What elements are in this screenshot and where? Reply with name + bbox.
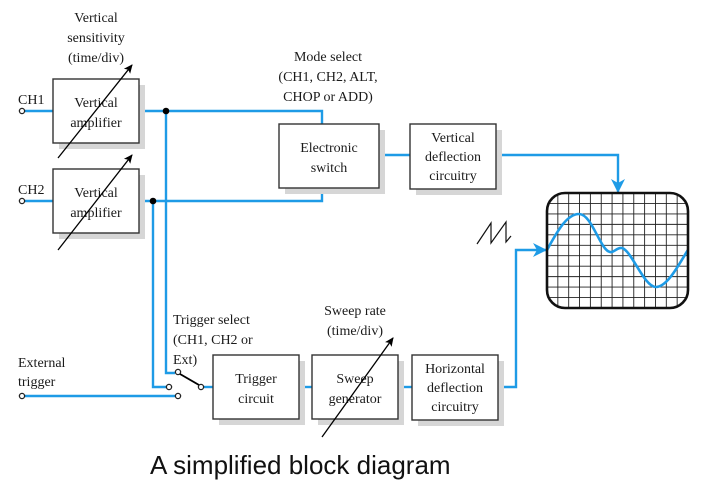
screen-waveform [547, 212, 688, 289]
horizontal-deflection-line1: Horizontal [425, 362, 485, 377]
horizontal-deflection-line3: circuitry [431, 400, 478, 415]
trigger-circuit-line1: Trigger [235, 372, 277, 387]
vertical-amplifier-1-line2: amplifier [70, 116, 122, 131]
mode-select-label: Mode select (CH1, CH2, ALT, CHOP or ADD) [278, 50, 377, 105]
vertical-sensitivity-line3: (time/div) [68, 51, 124, 66]
trigger-select-line2: (CH1, CH2 or [173, 333, 253, 348]
trigger-select-line3: Ext) [173, 353, 197, 368]
mode-select-line2: (CH1, CH2, ALT, [278, 70, 377, 85]
vertical-deflection-line3: circuitry [429, 169, 476, 184]
sweep-rate-line1: Sweep rate [324, 304, 386, 319]
diagram-caption: A simplified block diagram [150, 450, 451, 480]
electronic-switch-line1: Electronic [300, 141, 358, 156]
block-horizontal-deflection: Horizontal deflection circuitry [411, 354, 504, 426]
horizontal-deflection-line2: deflection [427, 381, 483, 396]
ch2-input-terminal [18, 197, 26, 205]
vertical-sensitivity-arrow-1 [57, 64, 133, 159]
mode-select-line3: CHOP or ADD) [283, 90, 373, 105]
junction-ch1 [162, 107, 170, 115]
ch2-label: CH2 [18, 183, 44, 198]
block-vertical-amplifier-1: Vertical amplifier [52, 78, 145, 149]
wire-amp1-to-switch [139, 109, 324, 124]
wire-hdeflection-to-screen [498, 243, 547, 389]
trigger-circuit-line2: circuit [238, 392, 274, 407]
sweep-rate-label: Sweep rate (time/div) [324, 304, 386, 339]
vertical-sensitivity-line2: sensitivity [67, 31, 125, 46]
trigger-select-label: Trigger select (CH1, CH2 or Ext) [173, 313, 253, 368]
junction-ch2 [149, 197, 157, 205]
mode-select-line1: Mode select [294, 50, 362, 65]
wire-vdeflection-to-screen [496, 153, 625, 193]
trigger-select-line1: Trigger select [173, 313, 250, 328]
vertical-deflection-line2: deflection [425, 150, 481, 165]
vertical-sensitivity-line1: Vertical [74, 11, 118, 26]
vertical-deflection-line1: Vertical [431, 131, 475, 146]
switch-terminal-ch1 [174, 368, 182, 376]
trigger-select-switch [165, 368, 205, 400]
block-trigger-circuit: Trigger circuit [212, 354, 305, 425]
external-trigger-label-line2: trigger [18, 375, 56, 390]
block-electronic-switch: Electronic switch [278, 123, 385, 194]
wire-ch1-trigger-tap [164, 111, 175, 375]
block-vertical-amplifier-2: Vertical amplifier [52, 168, 145, 239]
screen-grid [547, 193, 688, 308]
sweep-generator-line2: generator [329, 392, 382, 407]
wire-ch2-trigger-tap [151, 201, 166, 389]
sawtooth-waveform-icon [476, 220, 512, 245]
vertical-sensitivity-label: Vertical sensitivity (time/div) [67, 11, 125, 66]
external-trigger-terminal [18, 392, 26, 400]
switch-pivot [197, 383, 205, 391]
sweep-generator-line1: Sweep [336, 372, 373, 387]
switch-terminal-ext [174, 392, 182, 400]
ch1-input-terminal [18, 107, 26, 115]
vertical-amplifier-2-line2: amplifier [70, 206, 122, 221]
electronic-switch-line2: switch [311, 161, 348, 176]
sweep-rate-line2: (time/div) [327, 324, 383, 339]
vertical-sensitivity-arrow-2 [57, 154, 133, 251]
block-sweep-generator: Sweep generator [311, 354, 404, 425]
vertical-amplifier-1-line1: Vertical [74, 96, 118, 111]
switch-lever [179, 373, 200, 386]
external-trigger-label-line1: External [18, 356, 66, 371]
crt-screen [545, 191, 690, 310]
block-vertical-deflection: Vertical deflection circuitry [409, 123, 502, 195]
vertical-amplifier-2-line1: Vertical [74, 186, 118, 201]
sweep-rate-arrow [321, 337, 394, 438]
ch1-label: CH1 [18, 93, 44, 108]
screen-bezel [545, 191, 690, 310]
switch-terminal-ch2 [165, 383, 173, 391]
